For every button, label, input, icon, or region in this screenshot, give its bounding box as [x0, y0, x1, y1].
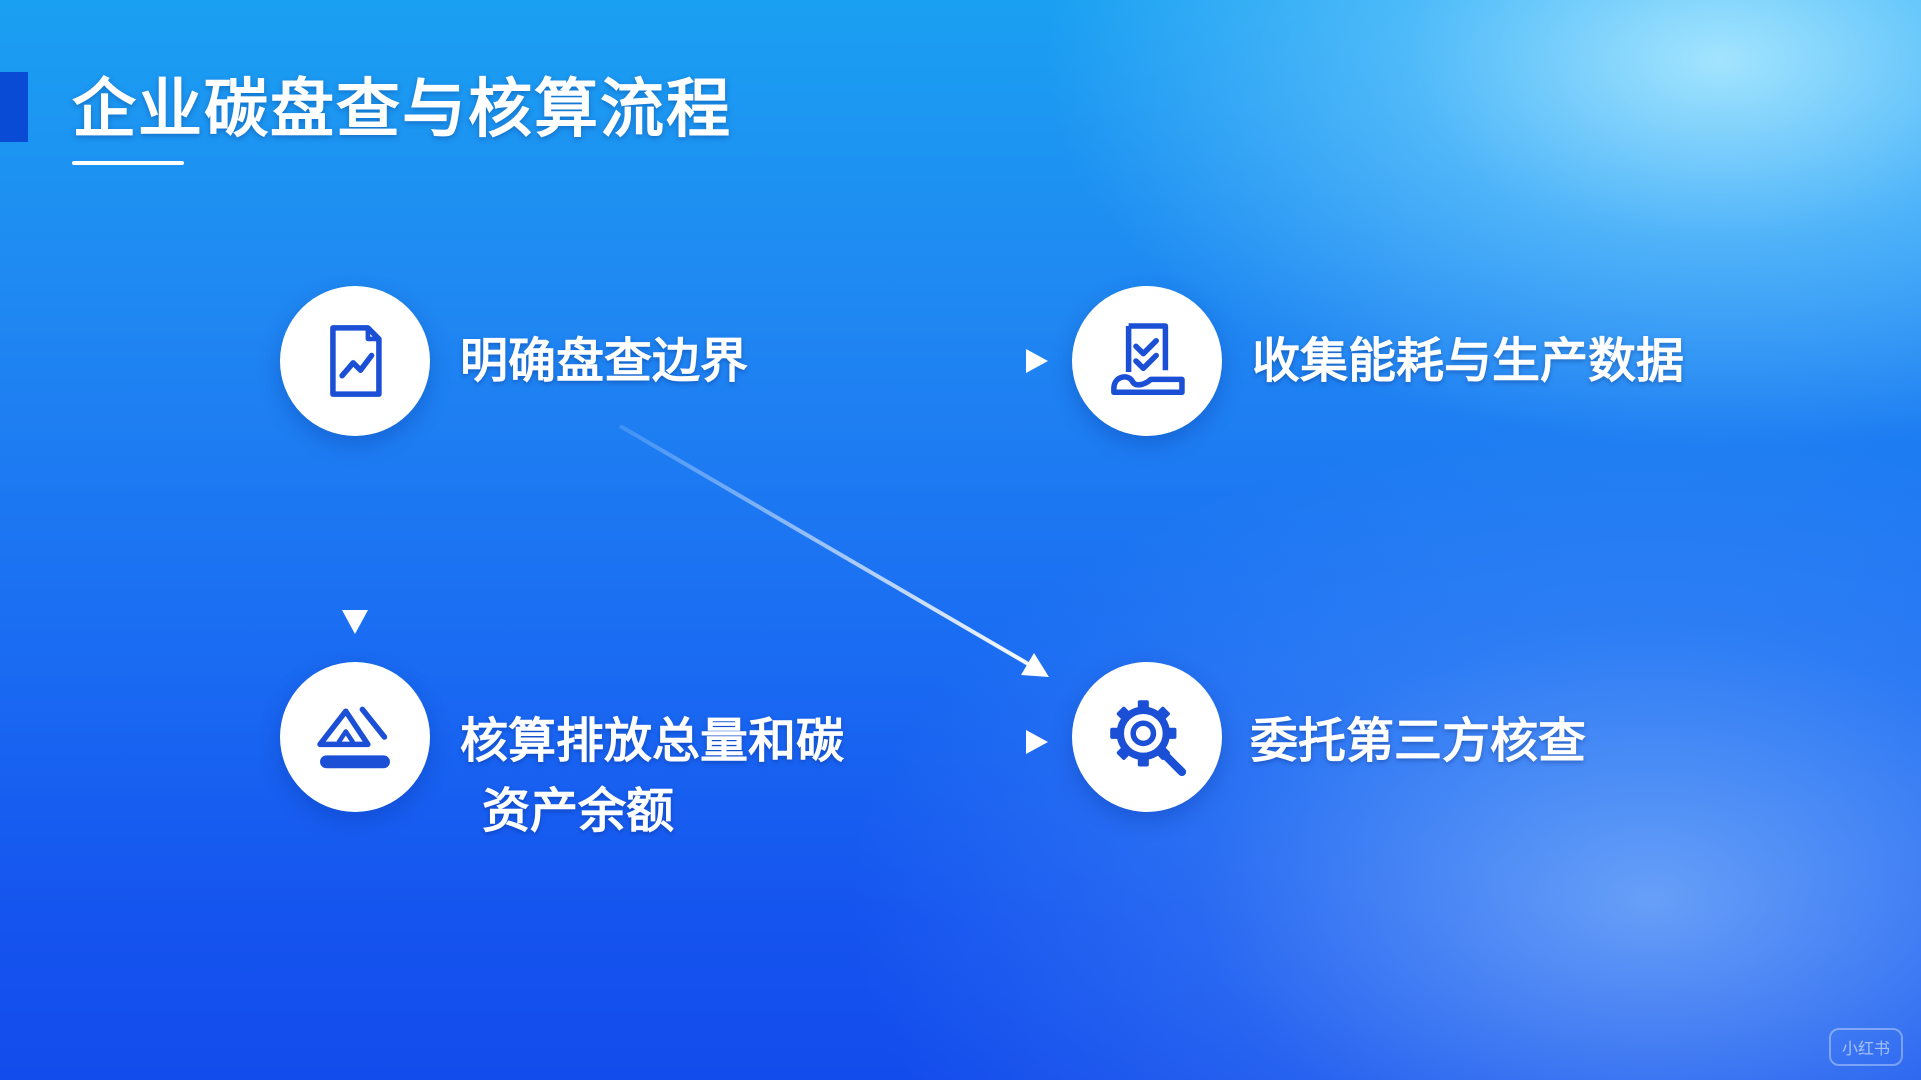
- arrow-boundary-to-collect: [820, 349, 1048, 373]
- mountain-balance-icon: [317, 706, 390, 769]
- arrow-boundary-to-accounting: [342, 470, 368, 634]
- document-chart-icon: [330, 325, 382, 397]
- page-title: 企业碳盘查与核算流程: [72, 73, 732, 147]
- node-collect-label: 收集能耗与生产数据: [1252, 333, 1685, 389]
- node-accounting-circle: [280, 662, 430, 812]
- node-verify-label: 委托第三方核查: [1250, 713, 1587, 769]
- arrow-accounting-to-verify: [910, 730, 1048, 754]
- node-boundary-circle: [280, 286, 430, 436]
- node-accounting-label-line2: 资产余额: [482, 783, 675, 839]
- arrow-boundary-to-verify: [618, 424, 1049, 677]
- title-underline: [72, 161, 184, 165]
- node-accounting-label-line1: 核算排放总量和碳: [460, 713, 845, 769]
- watermark-logo: 小红书: [1829, 1028, 1903, 1066]
- title-accent-bar: [0, 72, 28, 142]
- node-collect-circle: [1072, 286, 1222, 436]
- node-boundary-label: 明确盘查边界: [460, 333, 749, 389]
- checklist-document-icon: [1111, 323, 1185, 396]
- node-verify-circle: [1072, 662, 1222, 812]
- node-accounting-label: 核算排放总量和碳 资产余额: [460, 706, 844, 846]
- gear-search-icon: [1110, 700, 1187, 777]
